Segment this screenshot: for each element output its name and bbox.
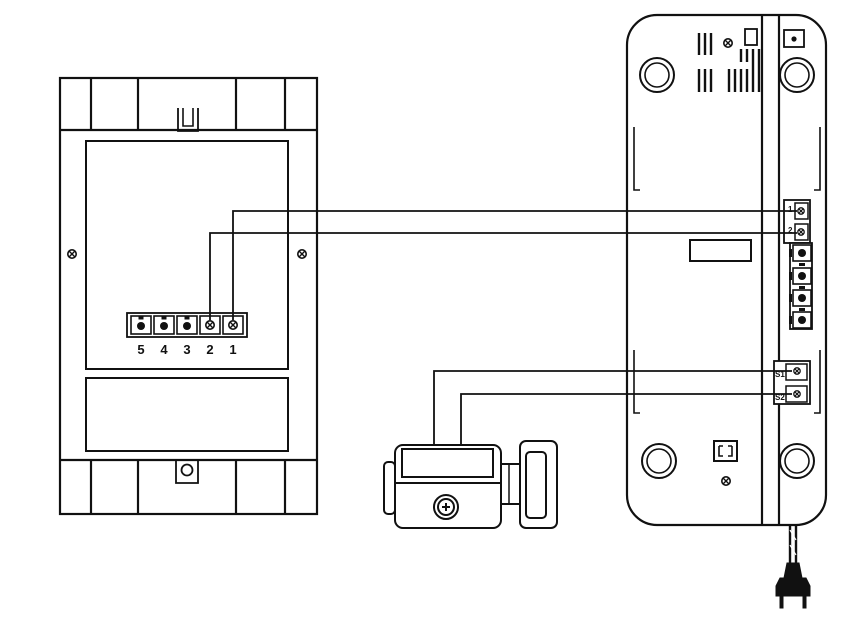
electric-lock-icon (383, 440, 558, 529)
screw-icon (797, 207, 805, 215)
monitor-line-terminal-label: 1 (788, 205, 793, 214)
outdoor-terminal-labels: 5 4 3 2 1 (137, 342, 236, 357)
screw-icon (793, 367, 801, 375)
wire-terminal-2 (209, 232, 797, 320)
outdoor-terminal-label: 1 (229, 342, 236, 357)
wire-lock-s2 (460, 393, 792, 446)
wiring (209, 210, 797, 446)
screw-icon (296, 249, 308, 260)
mounting-hole-icon (779, 443, 815, 479)
power-cord (788, 525, 798, 565)
outdoor-terminal-label: 4 (160, 342, 168, 357)
monitor-indicator-dot (791, 36, 797, 42)
monitor-lock-terminal-label: S2 (775, 393, 785, 402)
mounting-hole-icon (779, 57, 815, 93)
monitor-line-terminals: 1 2 (783, 199, 811, 244)
wire-lock-s1 (433, 370, 792, 446)
monitor-lock-terminal-label: S1 (775, 370, 785, 379)
power-plug-icon (775, 562, 811, 609)
wire-terminal-1 (232, 210, 797, 320)
monitor-line-terminal-label: 2 (788, 226, 793, 235)
monitor-spare-terminals (789, 242, 813, 330)
panel-keyhole-icon (180, 463, 194, 477)
monitor-lock-terminals: S1 S2 (773, 360, 811, 405)
screw-icon (793, 390, 801, 398)
mounting-hole-icon (639, 57, 675, 93)
outdoor-terminal-block (126, 312, 248, 338)
screw-icon (720, 475, 732, 487)
screw-icon (722, 37, 734, 49)
outdoor-terminal-label: 5 (137, 342, 144, 357)
mounting-hole-icon (641, 443, 677, 479)
outdoor-terminal-label: 3 (183, 342, 190, 357)
outdoor-panel (58, 76, 319, 516)
screw-icon (228, 319, 238, 331)
screw-icon (797, 228, 805, 236)
outdoor-terminal-label: 2 (206, 342, 213, 357)
screw-icon (67, 249, 77, 260)
screw-icon (205, 319, 215, 331)
